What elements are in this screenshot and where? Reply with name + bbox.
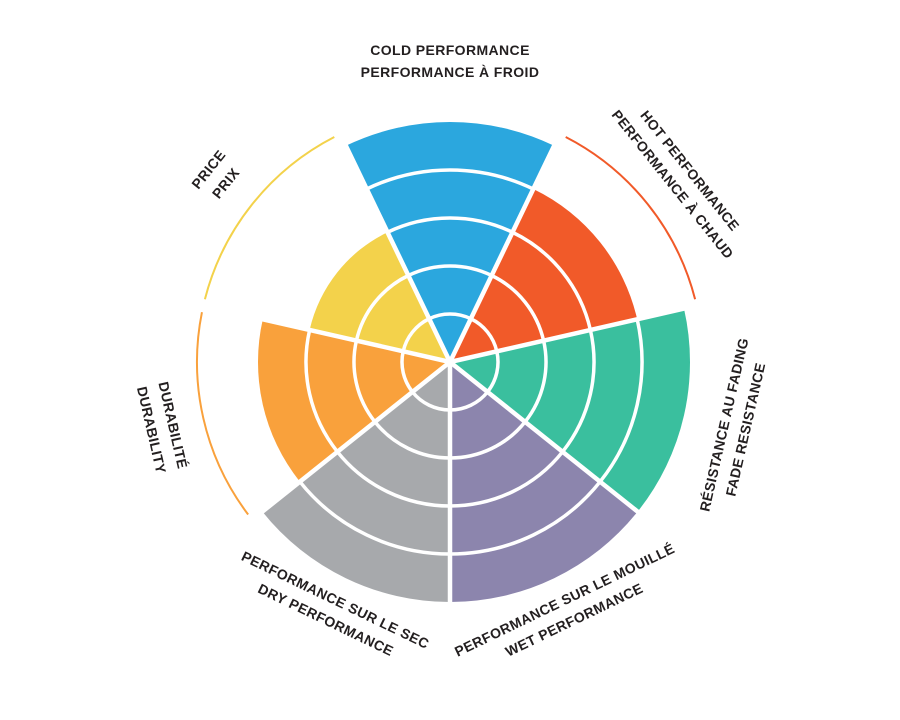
sector-cold-wedge bbox=[345, 122, 555, 362]
sector-wet-ring-separator-4 bbox=[449, 480, 602, 556]
sector-hot-ring-separator-2 bbox=[490, 273, 546, 342]
sector-fade-wedge bbox=[450, 308, 690, 512]
sector-hot-wedge bbox=[450, 189, 638, 362]
sector-hot-ring-separator-3 bbox=[511, 230, 593, 331]
sector-divider bbox=[342, 141, 453, 363]
sector-cold-ring-separator-4 bbox=[365, 168, 535, 191]
sector-dry-ring-separator-2 bbox=[373, 420, 451, 460]
sector-durability-ring-separator-1 bbox=[400, 350, 414, 394]
sector-wet-ring-separator-2 bbox=[449, 420, 527, 460]
sector-fade-ring-separator-2 bbox=[523, 340, 548, 423]
sector-price-track-arc bbox=[203, 136, 335, 300]
sector-wet-ring-separator-1 bbox=[449, 390, 489, 412]
sector-dry-wedge bbox=[262, 362, 450, 602]
sector-price-ring-separator-1 bbox=[401, 317, 430, 352]
sector-cold-ring-separator-1 bbox=[428, 312, 472, 321]
sector-divider bbox=[447, 141, 558, 363]
sector-dry-ring-separator-4 bbox=[298, 480, 451, 556]
sector-fade-ring-separator-4 bbox=[598, 318, 644, 483]
sector-cold-label-line2: PERFORMANCE À FROID bbox=[361, 64, 540, 80]
sector-fade-ring-separator-3 bbox=[561, 329, 596, 453]
sector-hot-track-arc bbox=[565, 136, 697, 300]
sector-divider bbox=[449, 305, 689, 365]
sector-durability-ring-separator-2 bbox=[352, 340, 377, 423]
sector-cold-ring-separator-3 bbox=[386, 216, 514, 234]
sector-cold-ring-separator-2 bbox=[407, 264, 493, 278]
sector-wet-wedge bbox=[450, 362, 638, 602]
sector-wet-ring-separator-3 bbox=[449, 450, 564, 508]
sector-hot-ring-separator-1 bbox=[470, 317, 499, 352]
sector-cold-label: COLD PERFORMANCE PERFORMANCE À FROID bbox=[361, 42, 540, 80]
sector-price-ring-separator-2 bbox=[354, 273, 410, 342]
sector-durability-ring-separator-3 bbox=[304, 329, 339, 453]
sector-hot-label-line2: PERFORMANCE À CHAUD bbox=[609, 107, 737, 262]
sector-divider bbox=[257, 360, 452, 516]
sector-dry-ring-separator-1 bbox=[411, 390, 451, 412]
sector-cold-label-line1: COLD PERFORMANCE bbox=[370, 42, 530, 58]
sector-dry-ring-separator-3 bbox=[336, 450, 451, 508]
sector-fade-ring-separator-1 bbox=[486, 350, 500, 394]
sector-divider bbox=[448, 360, 643, 516]
sector-divider bbox=[211, 305, 451, 365]
sector-durability-track-arc bbox=[195, 311, 249, 516]
